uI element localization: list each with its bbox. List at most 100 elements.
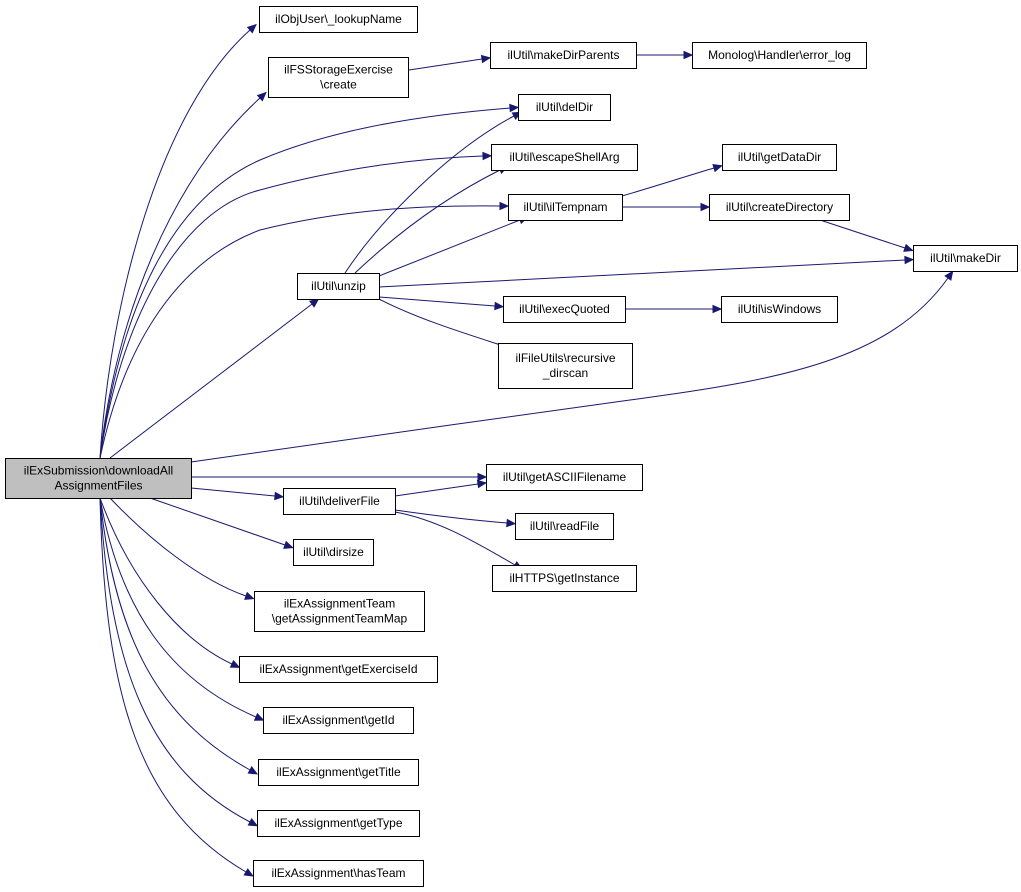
edge-line (190, 277, 949, 463)
node-box (5, 458, 192, 499)
node-dirsize[interactable]: ilUtil\dirsize (293, 539, 374, 566)
node-httpsGetInstance[interactable]: ilHTTPS\getInstance (492, 565, 637, 592)
arrowhead (244, 591, 255, 600)
node-box (254, 591, 425, 632)
edge-unzip-to-makeDir (378, 255, 915, 288)
edge-line (99, 107, 511, 459)
node-fsCreate[interactable]: ilFSStorageExercise\create (268, 57, 409, 98)
node-getASCIIFilename[interactable]: ilUtil\getASCIIFilename (486, 464, 643, 491)
edge-root-to-makeDir (190, 270, 954, 463)
arrowhead (256, 91, 267, 102)
node-root[interactable]: ilExSubmission\downloadAllAssignmentFile… (5, 458, 192, 499)
node-label: ilExSubmission\downloadAll (24, 464, 173, 478)
edge-line (149, 497, 286, 546)
arrowhead (499, 201, 510, 211)
node-box (515, 513, 614, 540)
edge-line (378, 259, 906, 288)
node-label: \getAssignmentTeamMap (272, 612, 408, 626)
edge-line (99, 155, 484, 459)
node-box (239, 656, 438, 683)
node-deliverFile[interactable]: ilUtil\deliverFile (283, 488, 396, 515)
node-hasTeam[interactable]: ilExAssignment\hasTeam (253, 860, 424, 887)
node-box (692, 42, 867, 69)
node-recursiveDirscan[interactable]: ilFileUtils\recursive_dirscan (498, 343, 633, 389)
arrowhead (253, 712, 265, 721)
edge-root-to-getId (99, 497, 265, 721)
node-label: AssignmentFiles (54, 479, 142, 493)
node-label: ilFileUtils\recursive (515, 351, 615, 365)
node-label: ilUtil\isWindows (738, 302, 821, 316)
edge-ilTempnam-to-getDataDir (621, 164, 723, 197)
edge-line (99, 497, 251, 823)
node-label: ilExAssignmentTeam (284, 597, 395, 611)
node-makeDirParents[interactable]: ilUtil\makeDirParents (490, 42, 637, 69)
node-lookupName[interactable]: ilObjUser\_lookupName (259, 6, 418, 33)
node-delDir[interactable]: ilUtil\delDir (518, 94, 611, 121)
edge-line (394, 511, 516, 566)
edge-root-to-delDir (99, 103, 520, 459)
node-getTitle[interactable]: ilExAssignment\getTitle (258, 759, 419, 786)
edge-line (394, 483, 479, 497)
node-box (491, 144, 638, 171)
arrowhead (712, 304, 723, 314)
edge-line (109, 497, 247, 597)
node-makeDir[interactable]: ilUtil\makeDir (913, 245, 1018, 272)
node-ilTempnam[interactable]: ilUtil\ilTempnam (508, 194, 623, 221)
node-readFile[interactable]: ilUtil\readFile (515, 513, 614, 540)
node-createDirectory[interactable]: ilUtil\createDirectory (709, 194, 850, 221)
edge-root-to-hasTeam (99, 497, 254, 877)
edge-unzip-to-ilTempnam (378, 216, 529, 277)
node-box (253, 860, 424, 887)
node-box (722, 144, 837, 171)
node-isWindows[interactable]: ilUtil\isWindows (721, 296, 838, 323)
arrowhead (482, 151, 493, 161)
node-execQuoted[interactable]: ilUtil\execQuoted (503, 296, 626, 323)
node-errorLog[interactable]: Monolog\Handler\error_log (692, 42, 867, 69)
node-box (498, 343, 633, 389)
node-label: _dirscan (542, 366, 588, 380)
node-getDataDir[interactable]: ilUtil\getDataDir (722, 144, 837, 171)
edge-deliverFile-to-getASCIIFilename (394, 479, 488, 497)
node-getId[interactable]: ilExAssignment\getId (263, 707, 414, 734)
node-getType[interactable]: ilExAssignment\getType (257, 810, 420, 837)
edge-root-to-getType (99, 497, 259, 827)
edge-deliverFile-to-httpsGetInstance (394, 511, 524, 570)
edge-root-to-ilTempnam (99, 201, 510, 459)
node-label: ilHTTPS\getInstance (509, 571, 619, 585)
node-label: ilUtil\ilTempnam (523, 200, 607, 214)
node-box (490, 42, 637, 69)
node-getExerciseId[interactable]: ilExAssignment\getExerciseId (239, 656, 438, 683)
arrowhead (904, 255, 915, 265)
node-unzip[interactable]: ilUtil\unzip (297, 273, 380, 300)
node-label: ilUtil\escapeShellArg (509, 150, 619, 164)
node-escapeShellArg[interactable]: ilUtil\escapeShellArg (491, 144, 638, 171)
arrowhead (683, 50, 694, 60)
edge-line (621, 167, 715, 197)
node-label: ilUtil\unzip (311, 279, 366, 293)
node-box (257, 810, 420, 837)
node-box (486, 464, 643, 491)
edge-line (378, 298, 511, 349)
node-label: ilObjUser\_lookupName (275, 12, 402, 26)
arrowhead (246, 23, 257, 34)
node-label: ilUtil\execQuoted (519, 302, 610, 316)
node-box (518, 94, 611, 121)
edge-line (378, 296, 496, 307)
arrowhead (283, 540, 294, 549)
node-box (721, 296, 838, 323)
node-label: ilUtil\getDataDir (738, 150, 821, 164)
node-label: \create (320, 78, 357, 92)
edge-line (99, 497, 233, 665)
edge-line (394, 509, 508, 524)
arrowhead (476, 479, 488, 489)
edge-line (109, 303, 313, 459)
arrowhead (274, 491, 285, 501)
node-teamMap[interactable]: ilExAssignmentTeam\getAssignmentTeamMap (254, 591, 425, 632)
edge-root-to-getTitle (99, 497, 259, 775)
arrowhead (944, 270, 954, 281)
edge-line (99, 205, 501, 459)
edge-line (99, 497, 257, 718)
edges-layer (99, 23, 954, 877)
node-label: Monolog\Handler\error_log (708, 48, 851, 62)
edge-line (190, 487, 276, 497)
